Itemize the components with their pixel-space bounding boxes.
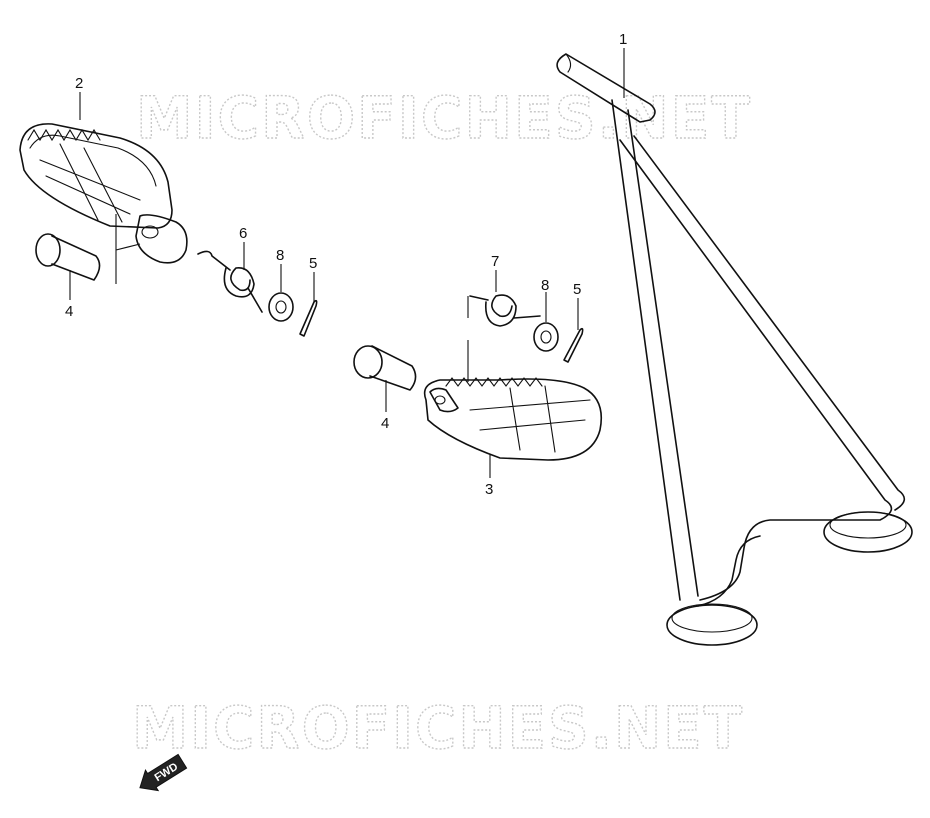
part-washer-right [533,322,559,352]
part-pin-right [353,345,417,391]
part-spring-left [197,250,263,313]
watermark-bottom: MICROFICHES.NET [132,694,744,762]
watermark-top: MICROFICHES.NET [136,84,752,152]
callout-4a: 4 [65,303,73,320]
callout-8a: 8 [276,247,284,264]
part-pin-left [35,233,101,281]
assembly-line-left [115,214,141,284]
callout-7: 7 [491,253,499,270]
callout-1: 1 [619,31,627,48]
part-spring-right [469,294,541,327]
part-footpeg-left [19,123,188,264]
callout-5b: 5 [573,281,581,298]
callout-4b: 4 [381,415,389,432]
part-footpeg-right [423,377,603,461]
part-washer-left [268,292,294,322]
callout-3: 3 [485,481,493,498]
part-stand [556,53,913,646]
part-cotter-pin-right [563,327,584,363]
callout-2: 2 [75,75,83,92]
part-cotter-pin-left [299,299,318,337]
callout-5a: 5 [309,255,317,272]
callout-8b: 8 [541,277,549,294]
callout-6: 6 [239,225,247,242]
